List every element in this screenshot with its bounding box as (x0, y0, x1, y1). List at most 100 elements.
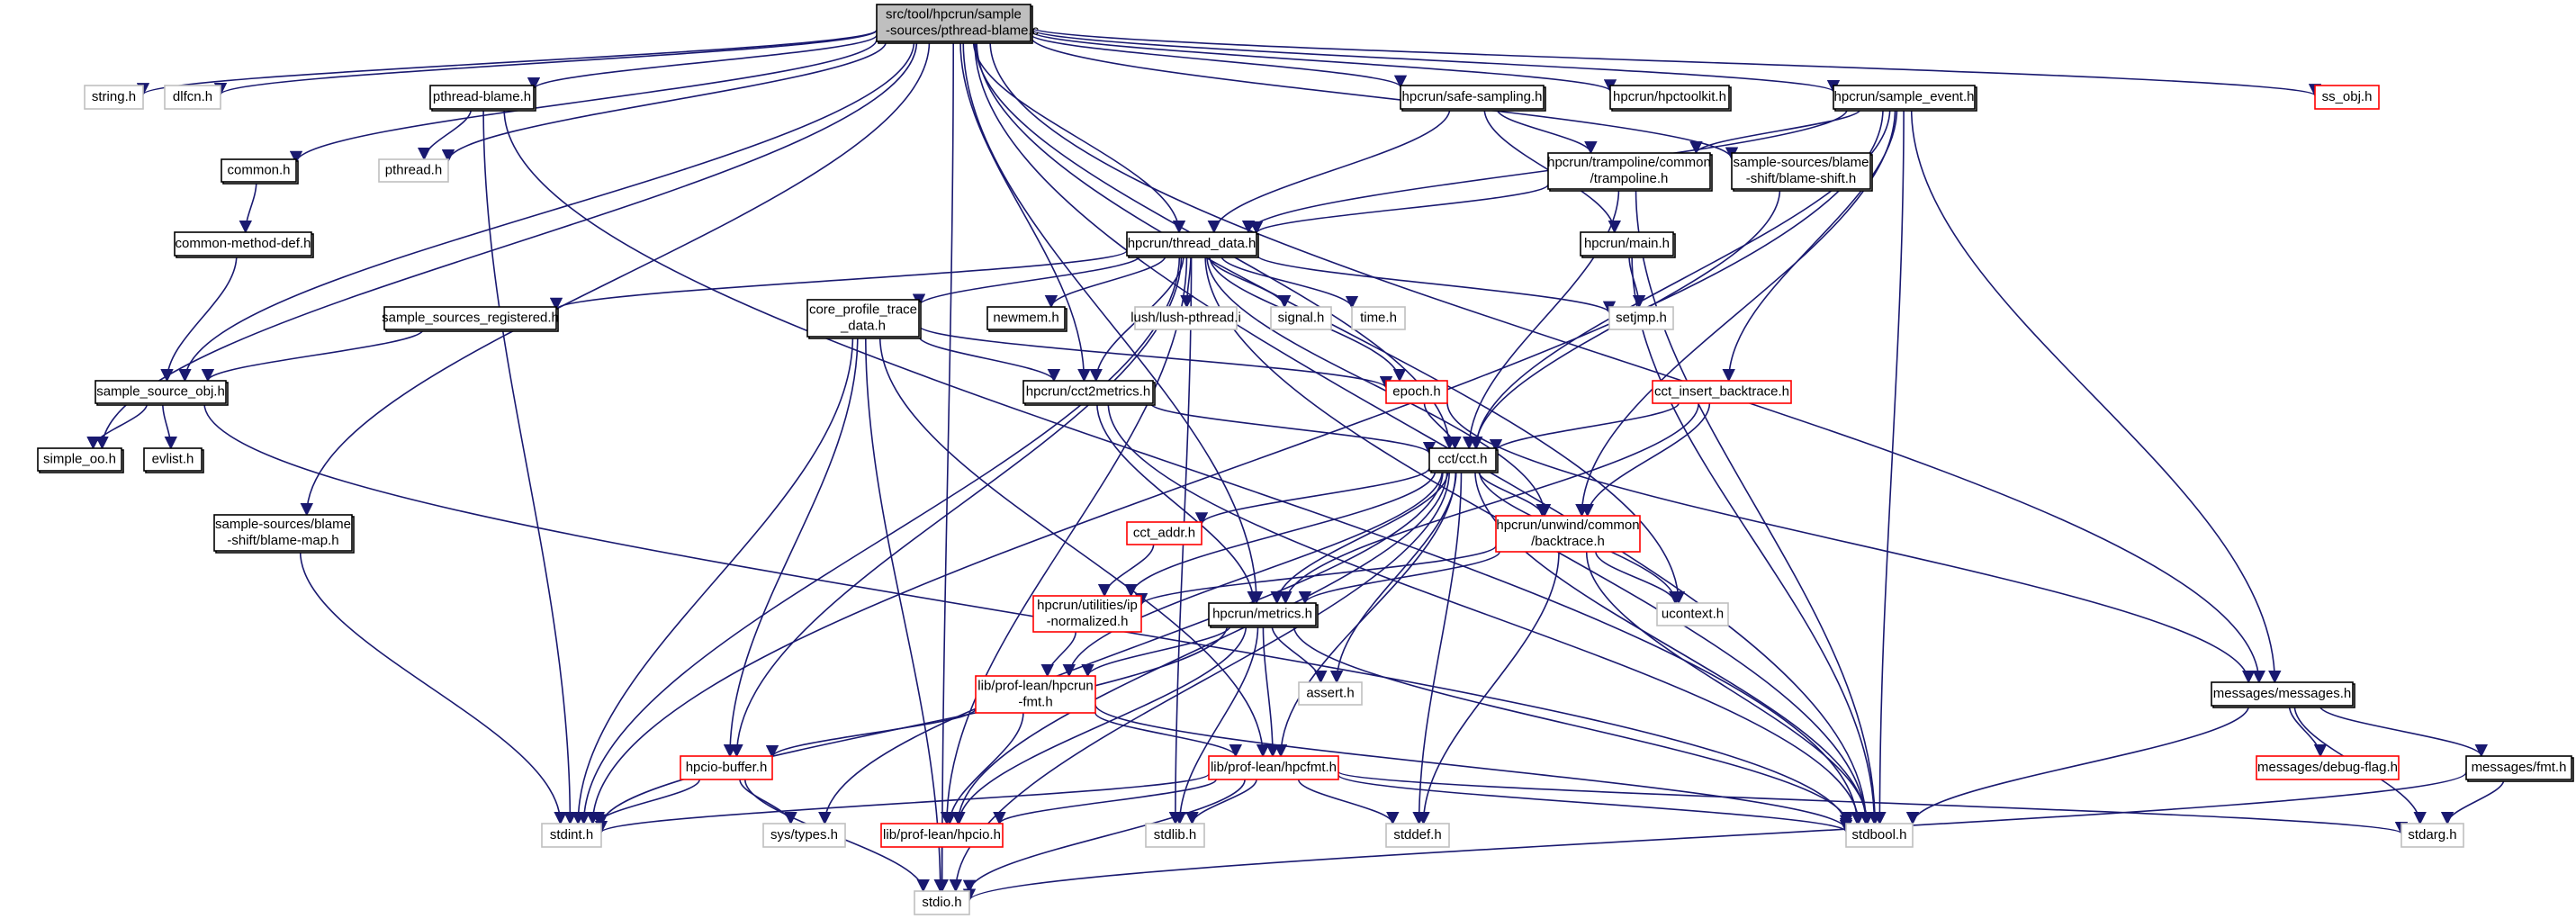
node-ip-normalized-h[interactable]: hpcrun/utilities/ip-normalized.h (1032, 595, 1142, 633)
node-label: lush/lush-pthread.i (1130, 310, 1241, 325)
node-label: messages/messages.h (2213, 686, 2351, 701)
node-label: /backtrace.h (1531, 534, 1605, 549)
edge-backtrace_h-to-ucontext_h (1595, 551, 1682, 605)
edge-cct_insert_backtrace_h-to-metrics_h (1279, 402, 1699, 605)
edge-backtrace_h-to-stdbool_h (1585, 551, 1874, 825)
edge-cct_addr_h-to-ip_normalized_h (1097, 544, 1155, 598)
node-box (680, 755, 773, 780)
edge-hpcfmt_h-to-stdlib_h (1185, 779, 1257, 825)
node-blame-shift-h[interactable]: sample-sources/blame-shift/blame-shift.h (1731, 152, 1873, 192)
node-core-profile-trace-data-h[interactable]: core_profile_trace_data.h (806, 299, 922, 339)
edge-hpcfmt_h-to-hpcio_h (993, 779, 1217, 825)
node-box (975, 675, 1096, 714)
node-label: hpcrun/thread_data.h (1128, 236, 1256, 251)
node-box (1126, 521, 1202, 545)
edge-thread_data_h-to-setjmp_h (1256, 254, 1616, 315)
node-box (1385, 380, 1448, 404)
node-hpcio-buffer-h[interactable]: hpcio-buffer.h (680, 755, 773, 780)
node-ss-obj-h[interactable]: ss_obj.h (2314, 85, 2380, 110)
node-debug-flag-h[interactable]: messages/debug-flag.h (2256, 755, 2400, 780)
node-blame-map-h[interactable]: sample-sources/blame-shift/blame-map.h (213, 514, 355, 554)
node-stddef-h: stddef.h (1385, 823, 1450, 848)
node-cct-h[interactable]: cct/cct.h (1428, 447, 1499, 473)
node-sample-event-h[interactable]: hpcrun/sample_event.h (1833, 85, 1977, 112)
node-label: string.h (92, 89, 136, 104)
node-box (429, 85, 535, 110)
edge-sample_event_h-to-backtrace_h (1575, 108, 1896, 518)
edge-sample_sources_registered_h-to-sample_source_obj_h (201, 329, 424, 383)
node-sample-source-obj-h[interactable]: sample_source_obj.h (95, 380, 229, 406)
node-backtrace-h[interactable]: hpcrun/unwind/common/backtrace.h (1495, 515, 1641, 553)
node-layer: src/tool/hpcrun/sample-sources/pthread-b… (37, 4, 2574, 915)
edge-thread_data_h-to-time_h (1220, 255, 1359, 310)
node-label: pthread-blame.h (433, 89, 531, 104)
node-hpcio-h[interactable]: lib/prof-lean/hpcio.h (880, 823, 1004, 848)
edge-trampoline_h-to-stdbool_h (1635, 188, 1882, 825)
node-cct-addr-h[interactable]: cct_addr.h (1126, 521, 1202, 545)
node-fmt-h[interactable]: messages/fmt.h (2465, 755, 2574, 782)
node-label: _data.h (840, 318, 886, 333)
node-thread-data-h[interactable]: hpcrun/thread_data.h (1126, 231, 1259, 258)
node-label: stdio.h (922, 895, 961, 910)
node-box (1032, 595, 1142, 633)
edge-sample_event_h-to-stdint_h (586, 108, 1884, 825)
node-simple-oo-h[interactable]: simple_oo.h (37, 447, 124, 473)
node-pthread-blame-h[interactable]: pthread-blame.h (429, 85, 536, 112)
node-label: lib/prof-lean/hpcrun (977, 678, 1093, 693)
node-ucontext-h: ucontext.h (1656, 602, 1729, 626)
edge-metrics_h-to-hpcrun_fmt_h (1081, 625, 1231, 678)
node-stdlib-h: stdlib.h (1145, 823, 1205, 848)
edge-root-to-dlfcn_h (214, 30, 878, 96)
node-hpctoolkit-h[interactable]: hpcrun/hpctoolkit.h (1609, 85, 1732, 112)
node-hpcrun-fmt-h[interactable]: lib/prof-lean/hpcrun-fmt.h (975, 675, 1096, 714)
node-box (95, 380, 227, 404)
edge-hpcrun_fmt_h-to-hpcfmt_h (1094, 712, 1242, 758)
node-safe-sampling-h[interactable]: hpcrun/safe-sampling.h (1400, 85, 1546, 112)
edge-messages_h-to-debug_flag_h (2288, 705, 2328, 758)
node-pthread-h: pthread.h (378, 158, 449, 183)
node-main-h[interactable]: hpcrun/main.h (1580, 231, 1676, 258)
node-newmem-h[interactable]: newmem.h (986, 306, 1067, 332)
edge-metrics_h-to-stdbool_h (1293, 625, 1853, 825)
node-common-method-def-h[interactable]: common-method-def.h (174, 231, 314, 258)
edge-hpcfmt_h-to-stddef_h (1297, 779, 1400, 825)
node-setjmp-h: setjmp.h (1608, 306, 1674, 330)
edge-root-to-thread_data_h (972, 41, 1186, 234)
node-messages-h[interactable]: messages/messages.h (2211, 681, 2355, 708)
edge-thread_data_h-to-core_profile_trace_data_h (912, 255, 1141, 307)
node-box (1656, 602, 1729, 626)
edge-thread_data_h-to-sample_sources_registered_h (550, 249, 1128, 311)
node-label: evlist.h (152, 451, 194, 466)
node-label: -fmt.h (1018, 694, 1052, 709)
edge-cct_h-to-ip_normalized_h (1124, 470, 1437, 598)
edge-hpcrun_fmt_h-to-stdbool_h (1094, 704, 1852, 832)
node-box (1134, 306, 1238, 330)
node-label: stdbool.h (1852, 827, 1907, 842)
node-box (1608, 306, 1674, 330)
node-box (2465, 755, 2572, 780)
node-evlist-h[interactable]: evlist.h (143, 447, 204, 473)
node-box (1351, 306, 1406, 330)
node-trampoline-h[interactable]: hpcrun/trampoline/common/trampoline.h (1547, 152, 1713, 192)
node-common-h[interactable]: common.h (221, 158, 299, 185)
node-box (221, 158, 297, 183)
node-box (762, 823, 846, 848)
node-metrics-h[interactable]: hpcrun/metrics.h (1208, 602, 1319, 628)
edge-thread_data_h-to-hpcio_buffer_h (730, 255, 1183, 758)
node-label: core_profile_trace (809, 302, 917, 317)
node-box (37, 447, 122, 472)
edge-fmt_h-to-stdio_h (963, 771, 2467, 902)
node-cct-insert-backtrace-h[interactable]: cct_insert_backtrace.h (1652, 380, 1792, 404)
node-label: sample-sources/blame (215, 517, 351, 532)
node-label: /trampoline.h (1590, 171, 1669, 186)
node-box (1833, 85, 1976, 110)
node-sample-sources-registered-h[interactable]: sample_sources_registered.h (382, 306, 559, 332)
node-label: stddef.h (1393, 827, 1441, 842)
node-cct2metrics-h[interactable]: hpcrun/cct2metrics.h (1022, 380, 1156, 406)
node-hpcfmt-h[interactable]: lib/prof-lean/hpcfmt.h (1208, 755, 1339, 780)
node-epoch-h[interactable]: epoch.h (1385, 380, 1448, 404)
node-stdarg-h: stdarg.h (2400, 823, 2464, 848)
node-label: hpcrun/main.h (1584, 236, 1670, 251)
node-box (1208, 602, 1317, 626)
node-root[interactable]: src/tool/hpcrun/sample-sources/pthread-b… (876, 4, 1040, 44)
